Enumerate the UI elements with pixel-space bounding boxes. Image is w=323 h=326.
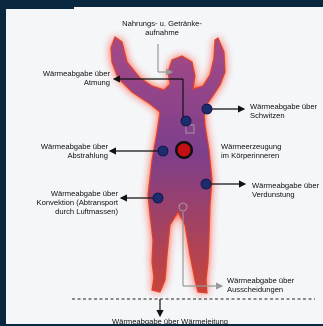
sweating-label-line1: Wärmeabgabe über bbox=[250, 102, 317, 111]
convection-label-line1: Wärmeabgabe über bbox=[10, 189, 118, 198]
radiation-label: Wärmeabgabe über Abstrahlung bbox=[14, 142, 108, 160]
intake-label: Nahrungs- u. Getränke- aufnahme bbox=[106, 19, 218, 37]
radiation-dot bbox=[158, 146, 168, 156]
production-label-line2: im Körperinneren bbox=[221, 151, 281, 160]
intake-label-line1: Nahrungs- u. Getränke- bbox=[106, 19, 218, 28]
intake-label-line2: aufnahme bbox=[106, 28, 218, 37]
production-label: Wärmeerzeugung im Körperinneren bbox=[221, 142, 281, 160]
breathing-dot bbox=[181, 116, 191, 126]
breathing-label-line1: Wärmeabgabe über bbox=[14, 69, 110, 78]
core-heat-source bbox=[178, 144, 191, 157]
excretion-label-line1: Wärmeabgabe über bbox=[227, 276, 294, 285]
conduction-label-line1: Wärmeabgabe über Wärmeleitung bbox=[90, 317, 250, 326]
convection-label-line2: Konvektion (Abtransport bbox=[10, 198, 118, 207]
evaporation-label: Wärmeabgabe über Verdunstung bbox=[252, 181, 319, 199]
breathing-label: Wärmeabgabe über Atmung bbox=[14, 69, 110, 87]
convection-label: Wärmeabgabe über Konvektion (Abtransport… bbox=[10, 189, 118, 216]
evaporation-label-line2: Verdunstung bbox=[252, 190, 319, 199]
evaporation-label-line1: Wärmeabgabe über bbox=[252, 181, 319, 190]
breathing-label-line2: Atmung bbox=[14, 78, 110, 87]
conduction-label: Wärmeabgabe über Wärmeleitung bbox=[90, 317, 250, 326]
human-figure bbox=[111, 37, 225, 293]
convection-dot bbox=[153, 193, 163, 203]
evaporation-dot bbox=[201, 179, 211, 189]
excretion-label: Wärmeabgabe über Ausscheidungen bbox=[227, 276, 294, 294]
production-label-line1: Wärmeerzeugung bbox=[221, 142, 281, 151]
body-silhouette bbox=[111, 37, 225, 293]
sweating-label-line2: Schwitzen bbox=[250, 111, 317, 120]
sweating-label: Wärmeabgabe über Schwitzen bbox=[250, 102, 317, 120]
excretion-label-line2: Ausscheidungen bbox=[227, 285, 294, 294]
sweating-dot bbox=[202, 104, 212, 114]
radiation-label-line2: Abstrahlung bbox=[14, 151, 108, 160]
convection-label-line3: durch Luftmassen) bbox=[10, 207, 118, 216]
radiation-label-line1: Wärmeabgabe über bbox=[14, 142, 108, 151]
